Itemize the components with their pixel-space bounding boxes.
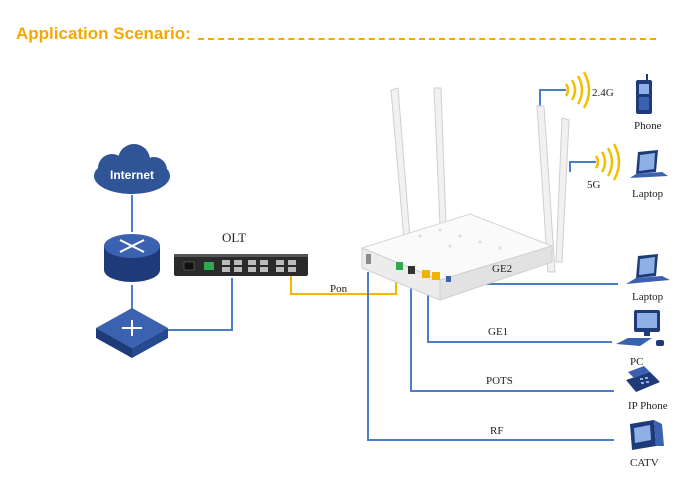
uplink-lines: [131, 195, 233, 331]
phone-label: Phone: [634, 120, 662, 132]
wifi-5g-label: 5G: [587, 179, 601, 191]
ont-router-icon: [360, 87, 570, 301]
pon-port: [396, 262, 403, 270]
ip-phone-icon: [626, 366, 660, 392]
olt-device-icon: [174, 254, 308, 276]
laptop-wired-icon: [626, 254, 670, 284]
laptop-wifi-label: Laptop: [632, 188, 664, 200]
catv-tv-icon: [630, 420, 664, 450]
lan-port-2: [432, 272, 440, 280]
catv-label: CATV: [630, 457, 659, 469]
mobile-phone-icon: [636, 74, 652, 114]
pots-port: [408, 266, 415, 274]
lan-port-1: [422, 270, 430, 278]
internet-cloud-icon: [94, 144, 170, 194]
wifi-24-line: [539, 89, 566, 108]
wifi-24g-label: 2.4G: [592, 87, 614, 99]
pon-label: Pon: [330, 283, 348, 295]
page-title: Application Scenario:: [16, 24, 191, 43]
ge1-line: [427, 280, 612, 343]
wifi-5-line: [569, 161, 596, 172]
pots-line: [410, 276, 614, 392]
pc-label: PC: [630, 356, 644, 368]
switch-icon: [96, 308, 168, 358]
router-icon: [104, 234, 160, 282]
desktop-pc-icon: [616, 310, 664, 346]
pots-label: POTS: [486, 375, 513, 387]
wifi-signal-5g-icon: [594, 143, 621, 181]
usb-port: [446, 276, 451, 282]
laptop-wifi-icon: [630, 150, 668, 178]
switch-olt-link: [160, 278, 233, 331]
rf-line: [367, 272, 614, 441]
rf-port: [366, 254, 371, 264]
rf-label: RF: [490, 425, 504, 437]
laptop-wired-label: Laptop: [632, 291, 664, 303]
olt-label: OLT: [222, 230, 247, 245]
internet-label: Internet: [110, 168, 155, 182]
ge2-label: GE2: [492, 263, 513, 275]
ip-phone-label: IP Phone: [628, 400, 668, 412]
wifi-signal-icon: [564, 71, 591, 109]
ge1-label: GE1: [488, 326, 509, 338]
title-divider: [198, 38, 656, 40]
